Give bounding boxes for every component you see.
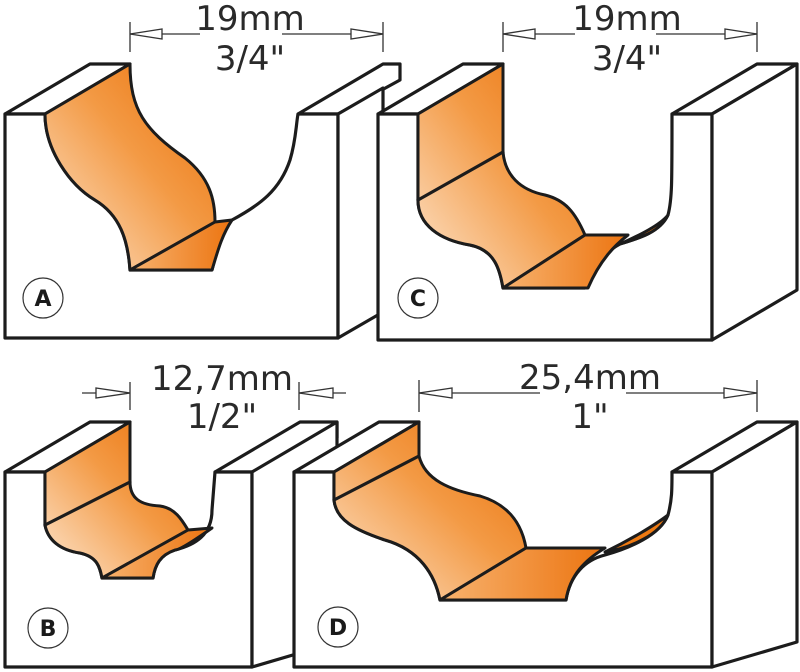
arrow-left-icon xyxy=(129,28,163,40)
dimension-in-c: 3/4" xyxy=(592,39,662,79)
dimension-in-d: 1" xyxy=(571,397,608,437)
dimension-b: 12,7mm 1/2" xyxy=(82,359,346,437)
dimension-mm-a: 19mm xyxy=(195,0,305,39)
arrow-right-icon xyxy=(723,387,758,399)
profile-c: 19mm 3/4" C xyxy=(376,0,799,342)
dimension-mm-d: 25,4mm xyxy=(519,358,661,398)
dimension-mm-c: 19mm xyxy=(572,0,682,39)
label-b: B xyxy=(40,617,57,642)
dimension-c: 19mm 3/4" xyxy=(502,0,758,79)
label-d: D xyxy=(329,616,347,641)
label-circle-d xyxy=(317,606,359,648)
label-a: A xyxy=(34,287,51,312)
profile-d: 25,4mm 1" D xyxy=(292,358,799,669)
arrow-right-icon xyxy=(350,28,384,40)
label-circle-c xyxy=(397,277,439,319)
dimension-in-b: 1/2" xyxy=(187,397,257,437)
dimension-d: 25,4mm 1" xyxy=(418,358,758,437)
label-circle-a xyxy=(22,277,64,319)
arrow-left-icon xyxy=(502,28,536,40)
dimension-mm-b: 12,7mm xyxy=(151,359,293,399)
arrow-left-icon xyxy=(418,387,453,399)
label-c: C xyxy=(410,287,426,312)
dimension-a: 19mm 3/4" xyxy=(129,0,384,79)
arrow-left-icon xyxy=(298,387,334,399)
profile-a: 19mm 3/4" A xyxy=(3,0,402,340)
dimension-in-a: 3/4" xyxy=(215,39,285,79)
profile-b: 12,7mm 1/2" B xyxy=(3,359,346,669)
arrow-right-icon xyxy=(724,28,758,40)
label-circle-b xyxy=(27,607,69,649)
arrow-right-icon xyxy=(95,387,131,399)
